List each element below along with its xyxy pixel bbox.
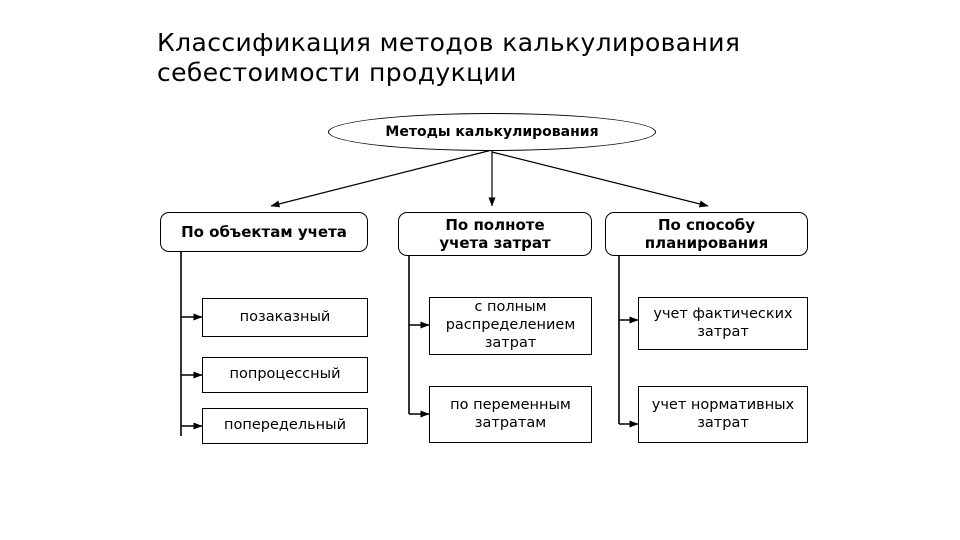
leaf-node-label: позаказный <box>239 308 331 325</box>
leaf-node-process-costing[interactable]: попроцессный <box>202 357 368 393</box>
leaf-node-label: учет нормативных затрат <box>651 396 795 431</box>
leaf-node-stage-costing[interactable]: попередельный <box>202 408 368 444</box>
category-node-by-planning-method[interactable]: По способу планирования <box>605 212 808 256</box>
leaf-node-standard-cost-accounting[interactable]: учет нормативных затрат <box>638 386 808 443</box>
leaf-node-full-cost-allocation[interactable]: с полным распределением затрат <box>429 297 592 355</box>
leaf-node-label: учет фактических затрат <box>653 305 793 340</box>
category-node-label: По полноте учета затрат <box>439 215 551 252</box>
page-title: Классификация методов калькулирования се… <box>157 28 741 87</box>
leaf-node-variable-costs[interactable]: по переменным затратам <box>429 386 592 443</box>
category-node-label: По способу планирования <box>644 215 769 252</box>
leaf-node-label: с полным распределением затрат <box>445 299 576 351</box>
leaf-node-actual-cost-accounting[interactable]: учет фактических затрат <box>638 297 808 350</box>
category-node-by-cost-completeness[interactable]: По полноте учета затрат <box>398 212 592 256</box>
leaf-node-label: попроцессный <box>229 366 341 383</box>
edge-root-to-category-1 <box>270 149 493 208</box>
category-node-by-accounting-objects[interactable]: По объектам учета <box>160 212 368 252</box>
root-node-methods[interactable]: Методы калькулирования <box>328 113 656 151</box>
category-node-label: По объектам учета <box>181 222 347 241</box>
leaf-node-label: попередельный <box>224 417 346 434</box>
root-node-label: Методы калькулирования <box>385 123 599 140</box>
leaf-node-label: по переменным затратам <box>450 396 571 431</box>
edge-root-to-category-3 <box>491 151 709 208</box>
leaf-node-order-costing[interactable]: позаказный <box>202 298 368 337</box>
